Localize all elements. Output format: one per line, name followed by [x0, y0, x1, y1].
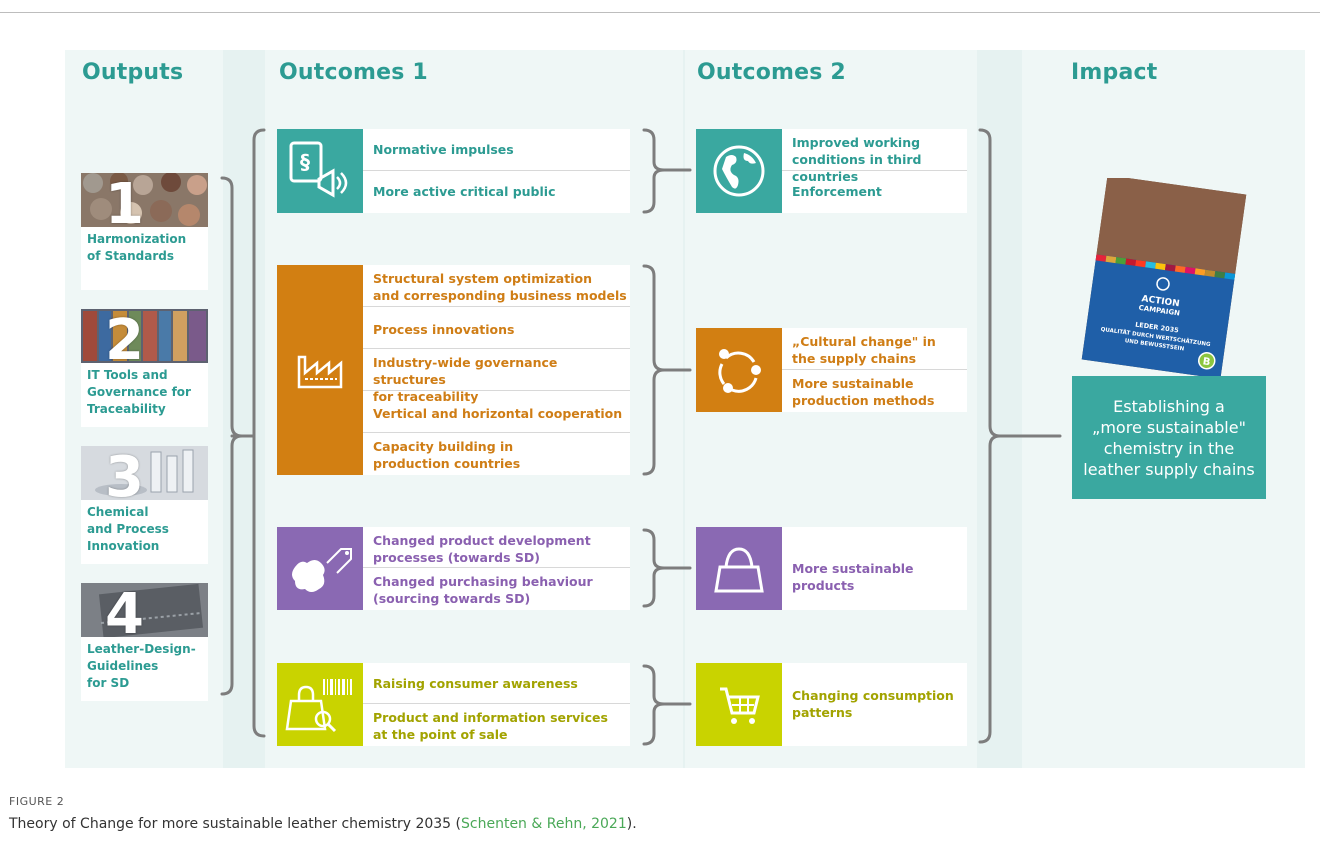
- shopping-cart-icon: [696, 663, 782, 746]
- outcome1-lime-row: Product and information services at the …: [373, 710, 608, 742]
- outcome1-teal-row: More active critical public: [373, 184, 556, 199]
- output-number-4: 4: [105, 582, 144, 647]
- output-card-2: 2 IT Tools and Governance for Traceabili…: [81, 309, 208, 427]
- outcome1-orange-row: Capacity building in production countrie…: [373, 439, 521, 471]
- law-megaphone-icon: §: [277, 129, 363, 213]
- caption-end: ).: [626, 816, 637, 832]
- outcome1-orange-box: Structural system optimization and corre…: [277, 265, 630, 475]
- figure-caption: Theory of Change for more sustainable le…: [9, 816, 637, 832]
- outcomes1-heading: Outcomes 1: [279, 60, 428, 85]
- outcome2-purple-row: More sustainable products: [792, 561, 914, 593]
- outcome1-purple-box: Changed product development processes (t…: [277, 527, 630, 610]
- outputs-heading: Outputs: [82, 60, 184, 85]
- leather-hide-tag-icon: [277, 527, 363, 610]
- outcomes2-heading: Outcomes 2: [697, 60, 846, 85]
- outcome1-purple-row: Changed purchasing behaviour (sourcing t…: [373, 574, 593, 606]
- action-campaign-cover: ACTION CAMPAIGN LEDER 2035 QUALITÄT DURC…: [1080, 175, 1248, 379]
- outcome1-orange-row: Structural system optimization and corre…: [363, 265, 630, 307]
- containers-photo: [81, 309, 208, 363]
- output-label-4: Leather-Design- Guidelines for SD: [87, 642, 196, 690]
- output-number-1: 1: [105, 172, 144, 237]
- outcome1-lime-row: Raising consumer awareness: [363, 663, 630, 704]
- outcome1-lime-box: Raising consumer awareness Product and i…: [277, 663, 630, 746]
- top-rule: [0, 12, 1320, 13]
- factory-icon: [277, 265, 363, 475]
- outcome2-teal-row: Improved working conditions in third cou…: [782, 129, 967, 184]
- svg-text:§: §: [300, 150, 310, 174]
- outcome2-orange-row: More sustainable production methods: [792, 376, 935, 408]
- outcome2-orange-box: „Cultural change" in the supply chains M…: [696, 328, 967, 412]
- outcome2-teal-box: Improved working conditions in third cou…: [696, 129, 967, 213]
- caption-text: Theory of Change for more sustainable le…: [9, 816, 462, 832]
- output-label-1: Harmonization of Standards: [87, 232, 187, 263]
- outcome1-purple-row: Changed product development processes (t…: [363, 527, 630, 568]
- globe-icon: [696, 129, 782, 213]
- outcomes2-right-bracket: [978, 128, 1001, 744]
- impact-heading: Impact: [1071, 60, 1158, 85]
- output-label-2: IT Tools and Governance for Traceability: [87, 368, 191, 416]
- leather-tannery-photo: [81, 173, 208, 227]
- outcome1-orange-row: Process innovations: [363, 307, 630, 349]
- outcome1-teal-row: Normative impulses: [363, 129, 630, 171]
- cover-badge: B: [1202, 356, 1211, 368]
- outcome2-orange-row: „Cultural change" in the supply chains: [782, 328, 967, 370]
- figure-label: FIGURE 2: [9, 795, 65, 808]
- leather-swatch-photo: [81, 583, 208, 637]
- outcome1-orange-row: Industry-wide governance structures for …: [363, 349, 630, 404]
- output-card-3: 3 Chemical and Process Innovation: [81, 446, 208, 564]
- outcome2-purple-box: More sustainable products: [696, 527, 967, 610]
- output-card-1: 1 Harmonization of Standards: [81, 173, 208, 290]
- lab-glassware-photo: [81, 446, 208, 500]
- handbag-icon: [696, 527, 782, 610]
- shopping-bag-barcode-icon: [277, 663, 363, 746]
- output-card-4: 4 Leather-Design- Guidelines for SD: [81, 583, 208, 701]
- outcome1-orange-row: Vertical and horizontal cooperation: [363, 391, 630, 433]
- citation-link[interactable]: Schenten & Rehn, 2021: [461, 816, 627, 832]
- outcome2-lime-row: Changing consumption patterns: [792, 688, 954, 720]
- output-number-2: 2: [105, 308, 144, 373]
- output-number-3: 3: [105, 445, 144, 510]
- outcome1-teal-box: § Normative impulses More active critica…: [277, 129, 630, 213]
- cycle-arrows-icon: [696, 328, 782, 412]
- impact-statement: Establishing a „more sustainable" chemis…: [1072, 376, 1266, 499]
- outcome2-lime-box: Changing consumption patterns: [696, 663, 967, 746]
- outcomes1-left-bracket: [252, 128, 266, 738]
- outcome2-teal-row: Enforcement: [792, 184, 882, 199]
- output-label-3: Chemical and Process Innovation: [87, 505, 169, 553]
